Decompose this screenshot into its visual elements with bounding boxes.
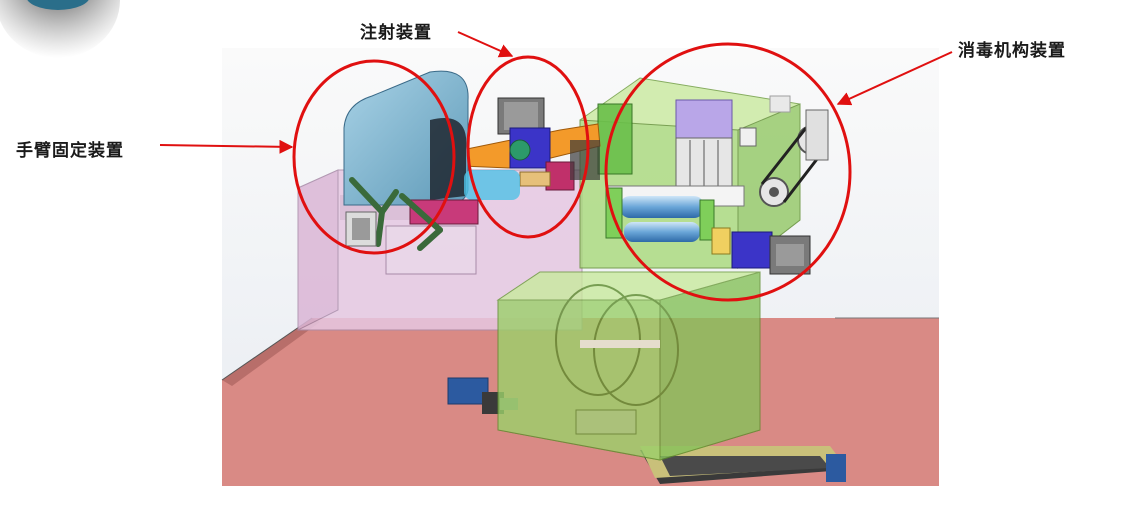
- table-edge: [222, 318, 320, 386]
- injection-callout-circle: [466, 55, 590, 239]
- pink-housing: [297, 169, 583, 331]
- arm-fixture-label: 手臂固定装置: [16, 141, 124, 161]
- corner-decoration: [0, 0, 120, 58]
- arm-fixture: [343, 70, 520, 251]
- disinfection-callout-circle: [604, 42, 852, 302]
- injection-label: 注射装置: [360, 23, 432, 43]
- disinfection-mechanism: [597, 99, 829, 275]
- arm-fixture-arrow: [159, 139, 294, 154]
- green-housing-lower: [496, 271, 761, 461]
- injection-device: [461, 97, 601, 191]
- disinfection-label: 消毒机构装置: [958, 41, 1066, 61]
- disinfection-arrow: [836, 51, 953, 106]
- arm-fixture-callout-circle: [292, 59, 456, 255]
- injection-arrow: [457, 31, 514, 58]
- linear-rail: [640, 446, 846, 484]
